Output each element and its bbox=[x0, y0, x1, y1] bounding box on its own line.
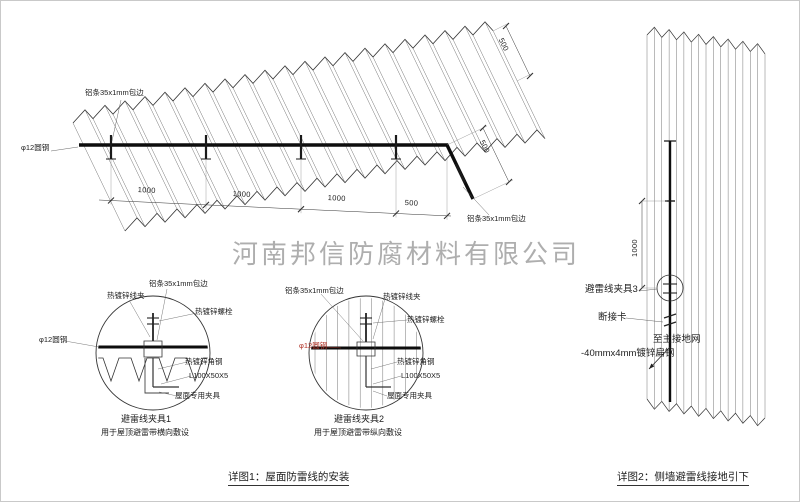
label-alu-strip-1: 铝条35x1mm包边 bbox=[149, 279, 208, 288]
label-round-steel-roof: φ12圆钢 bbox=[21, 143, 50, 152]
label-angle-steel-2: 热镀锌角钢 bbox=[397, 357, 435, 366]
detail-1-title: 避雷线夹具1 bbox=[121, 414, 172, 424]
label-alu-strip-right: 铝条35x1mm包边 bbox=[467, 214, 526, 223]
caption-detail-1: 详图1：屋面防雷线的安装 bbox=[228, 471, 350, 486]
label-alu-strip-2: 铝条35x1mm包边 bbox=[285, 286, 344, 295]
detail-2-title: 避雷线夹具2 bbox=[334, 414, 385, 424]
dim-label-wall-1000: 1000 bbox=[630, 239, 639, 257]
dim-label-1000-2: 1000 bbox=[232, 189, 251, 199]
dim-label-1000-1: 1000 bbox=[137, 185, 156, 195]
label-flat-steel: -40mmx4mm镀锌扁钢 bbox=[581, 348, 675, 359]
company-watermark: 河南邦信防腐材料有限公司 bbox=[232, 239, 581, 269]
label-angle-size-2: L100X50X5 bbox=[401, 371, 441, 380]
label-roof-clamp-1: 屋面专用夹具 bbox=[175, 391, 220, 400]
label-angle-steel-1: 热镀锌角钢 bbox=[185, 357, 223, 366]
label-round-steel-2: φ12圆钢 bbox=[299, 341, 328, 350]
label-wire-clip-1: 热镀锌线夹 bbox=[107, 291, 145, 300]
label-alu-strip-top: 铝条35x1mm包边 bbox=[85, 88, 144, 97]
label-clamp-3: 避雷线夹具3 bbox=[585, 284, 638, 295]
dim-label-500-1: 500 bbox=[404, 198, 419, 208]
label-bolt-2: 热镀锌螺栓 bbox=[407, 315, 445, 324]
caption-detail-2: 详图2：侧墙避雷线接地引下 bbox=[617, 471, 749, 486]
dim-label-1000-3: 1000 bbox=[327, 193, 346, 203]
detail-1-subtitle: 用于屋顶避雷带横向敷设 bbox=[101, 428, 189, 437]
label-round-steel-1: φ12圆钢 bbox=[39, 335, 68, 344]
label-angle-size-1: L100X50X5 bbox=[189, 371, 229, 380]
label-bolt-1: 热镀锌螺栓 bbox=[195, 307, 233, 316]
label-to-main-ground: 至主接地网 bbox=[653, 334, 701, 345]
detail-2-subtitle: 用于屋顶避雷带纵向敷设 bbox=[314, 428, 402, 437]
label-wire-clip-2: 热镀锌线夹 bbox=[383, 292, 421, 301]
label-disconnect-card: 断接卡 bbox=[598, 312, 627, 323]
label-roof-clamp-2: 屋面专用夹具 bbox=[387, 391, 432, 400]
